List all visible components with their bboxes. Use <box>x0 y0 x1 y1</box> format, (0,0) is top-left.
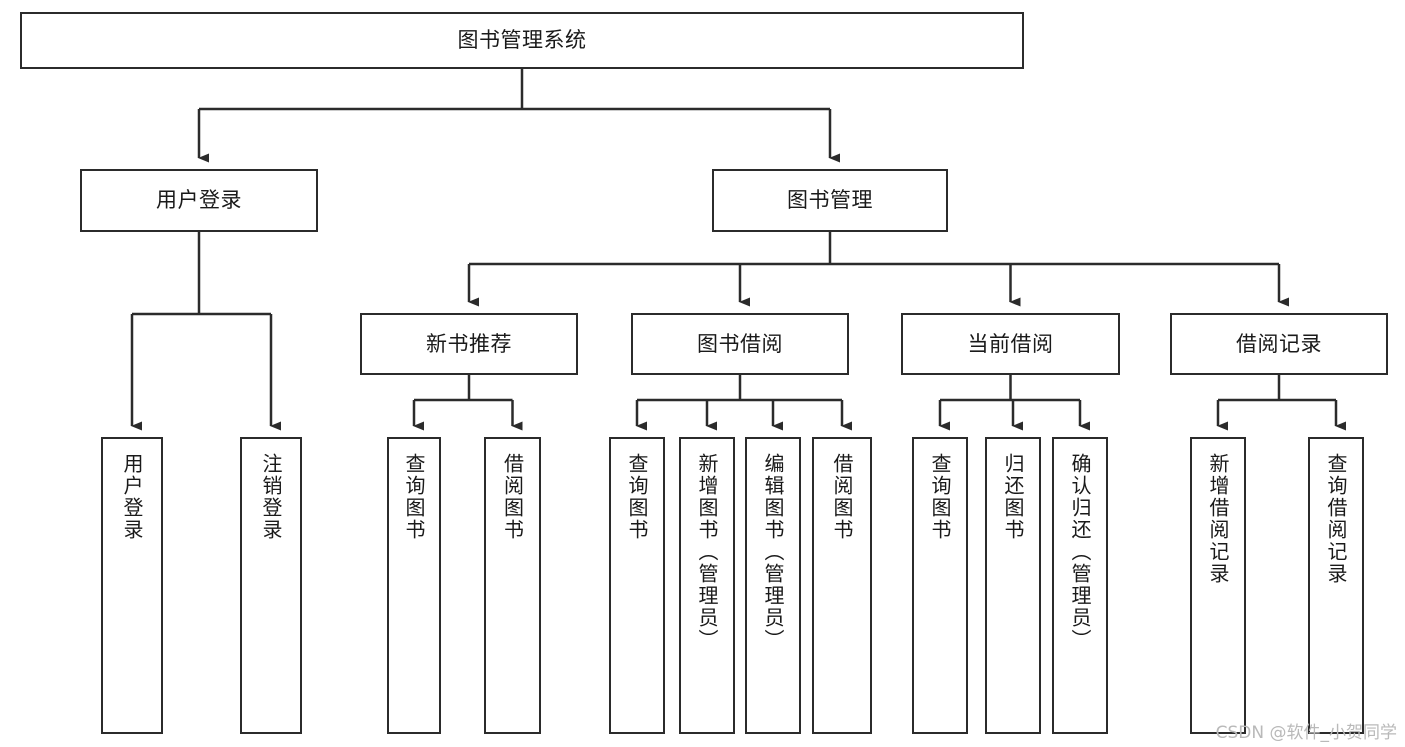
node-label: 编辑图书（管理员） <box>761 453 785 651</box>
node-label: 图书借阅 <box>697 331 783 356</box>
node-l_b1[interactable]: 借阅图书 <box>484 437 541 734</box>
node-bookmgmt[interactable]: 图书管理 <box>712 169 948 232</box>
node-current[interactable]: 当前借阅 <box>901 313 1120 375</box>
node-l_edit[interactable]: 编辑图书（管理员） <box>745 437 801 734</box>
node-label: 新增图书（管理员） <box>695 453 719 651</box>
watermark: CSDN @软件_小贺同学 <box>1215 723 1397 743</box>
node-newbook[interactable]: 新书推荐 <box>360 313 578 375</box>
node-label: 借阅图书 <box>830 453 854 541</box>
node-label: 当前借阅 <box>967 331 1054 356</box>
node-label: 用户登录 <box>156 188 242 213</box>
node-label: 用户登录 <box>120 453 144 541</box>
node-label: 新增借阅记录 <box>1206 453 1230 585</box>
node-l_q1[interactable]: 查询图书 <box>387 437 441 734</box>
node-l_add[interactable]: 新增图书（管理员） <box>679 437 735 734</box>
node-records[interactable]: 借阅记录 <box>1170 313 1388 375</box>
node-label: 查询借阅记录 <box>1324 453 1348 585</box>
node-label: 查询图书 <box>402 453 426 541</box>
node-label: 借阅记录 <box>1236 331 1322 356</box>
node-label: 新书推荐 <box>426 331 512 356</box>
node-l_q2[interactable]: 查询图书 <box>609 437 665 734</box>
node-l_logout[interactable]: 注销登录 <box>240 437 302 734</box>
node-l_login[interactable]: 用户登录 <box>101 437 163 734</box>
node-l_conf[interactable]: 确认归还（管理员） <box>1052 437 1108 734</box>
node-label: 图书管理 <box>787 188 873 213</box>
node-label: 借阅图书 <box>500 453 525 541</box>
node-l_b2[interactable]: 借阅图书 <box>812 437 872 734</box>
node-label: 查询图书 <box>625 453 649 541</box>
node-login[interactable]: 用户登录 <box>80 169 318 232</box>
node-label: 图书管理系统 <box>457 28 587 53</box>
node-label: 查询图书 <box>928 453 952 541</box>
node-borrow[interactable]: 图书借阅 <box>631 313 849 375</box>
node-root[interactable]: 图书管理系统 <box>20 12 1024 69</box>
node-l_qrec[interactable]: 查询借阅记录 <box>1308 437 1364 734</box>
node-l_addrec[interactable]: 新增借阅记录 <box>1190 437 1246 734</box>
node-l_q3[interactable]: 查询图书 <box>912 437 968 734</box>
node-label: 确认归还（管理员） <box>1068 453 1092 651</box>
node-label: 注销登录 <box>259 453 283 541</box>
node-label: 归还图书 <box>1001 453 1025 541</box>
node-l_ret[interactable]: 归还图书 <box>985 437 1041 734</box>
